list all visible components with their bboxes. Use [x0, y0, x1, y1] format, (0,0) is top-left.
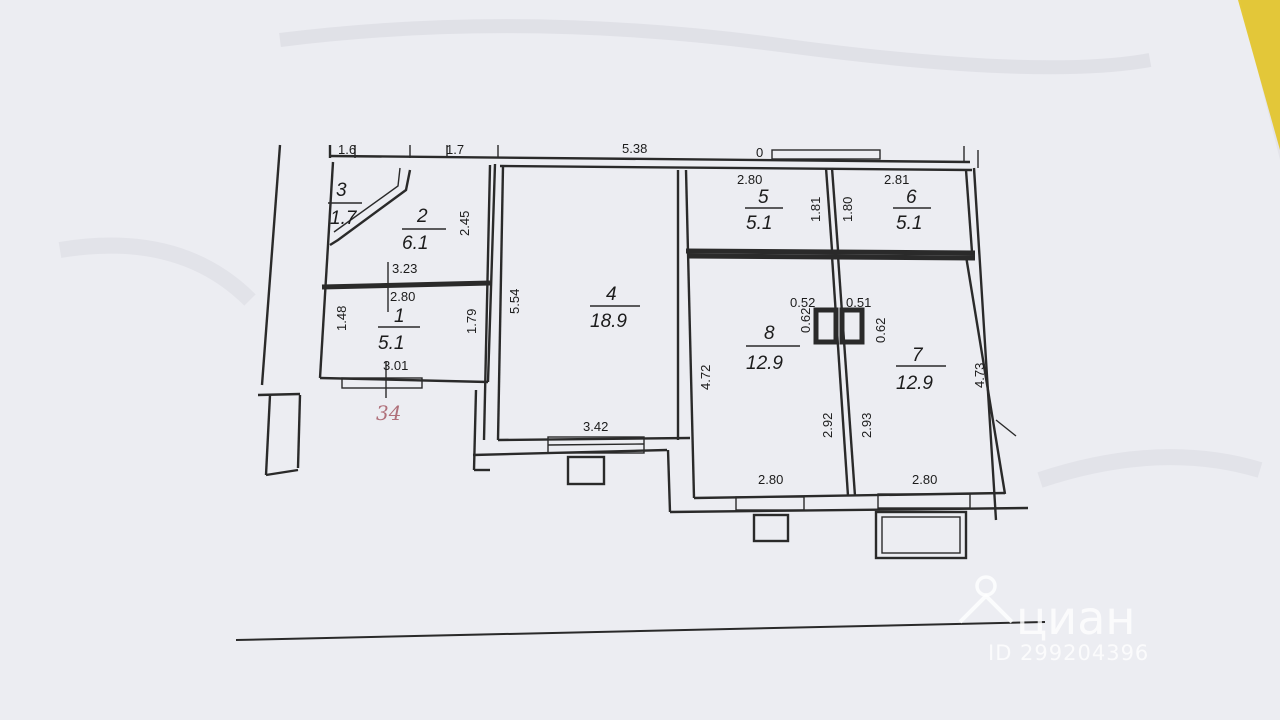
dim-label: 2.80 — [912, 472, 937, 487]
page-rule — [235, 621, 1046, 641]
room-area: 5.1 — [896, 213, 922, 234]
top-dim-label: 1.6 — [338, 142, 356, 157]
room-area: 5.1 — [378, 333, 404, 354]
room-number: 5 — [758, 187, 769, 208]
paper-wrinkle — [1037, 449, 1263, 488]
watermark-logo: циан — [1016, 591, 1135, 645]
dim-label: 0.62 — [873, 318, 888, 343]
room-number: 7 — [912, 345, 924, 366]
dim-label: 0.62 — [798, 308, 813, 333]
dim-label: 3.42 — [583, 419, 608, 434]
room-number: 4 — [606, 284, 617, 305]
dim-label: 4.72 — [698, 365, 713, 390]
dim-label: 0.51 — [846, 295, 871, 310]
room-area: 5.1 — [746, 213, 772, 234]
room-area: 12.9 — [746, 353, 783, 374]
watermark-id: ID 299204396 — [988, 641, 1149, 665]
room-number: 8 — [764, 323, 775, 344]
dim-label: 2.81 — [884, 172, 909, 187]
dim-label: 2.93 — [859, 413, 874, 438]
top-dim-label: 0 — [756, 145, 763, 160]
plan-walls — [257, 144, 1029, 560]
map-pin-icon — [958, 575, 1014, 624]
dim-label: 1.81 — [808, 197, 823, 222]
dim-label: 0.52 — [790, 295, 815, 310]
dim-label: 2.92 — [820, 413, 835, 438]
dim-label: 4.73 — [972, 363, 987, 388]
dim-label: 2.80 — [758, 472, 783, 487]
room-area: 6.1 — [402, 233, 428, 254]
paper-wrinkle — [58, 237, 256, 306]
room-area: 1.7 — [330, 208, 358, 229]
room-number: 1 — [394, 306, 405, 327]
top-dim-label: 1.7 — [446, 142, 464, 157]
dim-label: 5.54 — [507, 289, 522, 314]
room-area: 12.9 — [896, 373, 933, 394]
dim-label: 3.23 — [392, 261, 417, 276]
paper-wrinkle — [279, 19, 1152, 75]
dim-label: 2.80 — [737, 172, 762, 187]
dim-label: 2.80 — [390, 289, 415, 304]
room-number: 2 — [416, 206, 428, 227]
dim-label: 1.79 — [464, 309, 479, 334]
corner-accent — [1238, 0, 1280, 150]
dim-label: 1.48 — [334, 306, 349, 331]
room-number: 6 — [906, 187, 917, 208]
dim-label: 1.80 — [840, 197, 855, 222]
top-dim-label: 5.38 — [622, 141, 647, 156]
handwritten-note: 34 — [376, 401, 401, 425]
room-number: 3 — [336, 180, 347, 201]
watermark: циан ID 299204396 — [958, 575, 1149, 665]
dim-label: 2.45 — [457, 211, 472, 236]
room-area: 18.9 — [590, 311, 627, 332]
dim-label: 3.01 — [383, 358, 408, 373]
